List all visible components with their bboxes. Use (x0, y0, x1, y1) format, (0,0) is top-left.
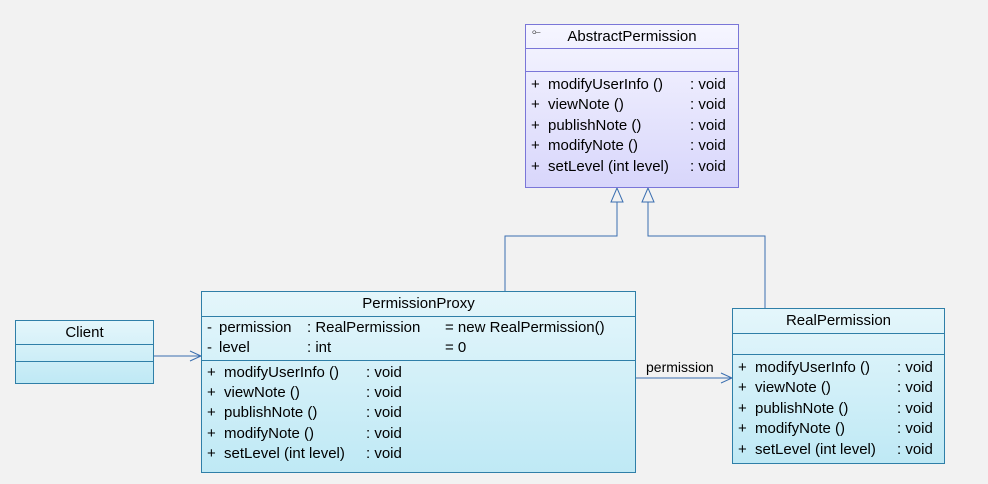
generalization-line-proxy (504, 202, 618, 291)
class-client[interactable]: Client (15, 320, 154, 384)
section-divider (16, 361, 153, 362)
section-divider (733, 354, 944, 355)
section-divider (202, 360, 635, 361)
section-divider (526, 48, 738, 49)
class-abstract-permission[interactable]: ⟜ AbstractPermission + modifyUserInfo ()… (525, 24, 739, 188)
section-divider (526, 71, 738, 72)
inheritance-arrow-icon (610, 186, 624, 203)
generalization-line-real (647, 202, 766, 308)
association-label: permission (646, 359, 714, 375)
class-name: AbstractPermission (567, 28, 697, 45)
section-divider (733, 333, 944, 334)
class-name: PermissionProxy (362, 295, 475, 312)
inheritance-arrow-icon (641, 186, 655, 203)
abstract-class-icon: ⟜ (532, 26, 541, 38)
class-name: RealPermission (785, 312, 892, 329)
class-real-permission[interactable]: RealPermission + modifyUserInfo () : voi… (732, 308, 945, 464)
section-divider (202, 316, 635, 317)
section-divider (16, 344, 153, 345)
class-name: Client (65, 324, 104, 341)
class-permission-proxy[interactable]: PermissionProxy - permission : RealPermi… (201, 291, 636, 473)
